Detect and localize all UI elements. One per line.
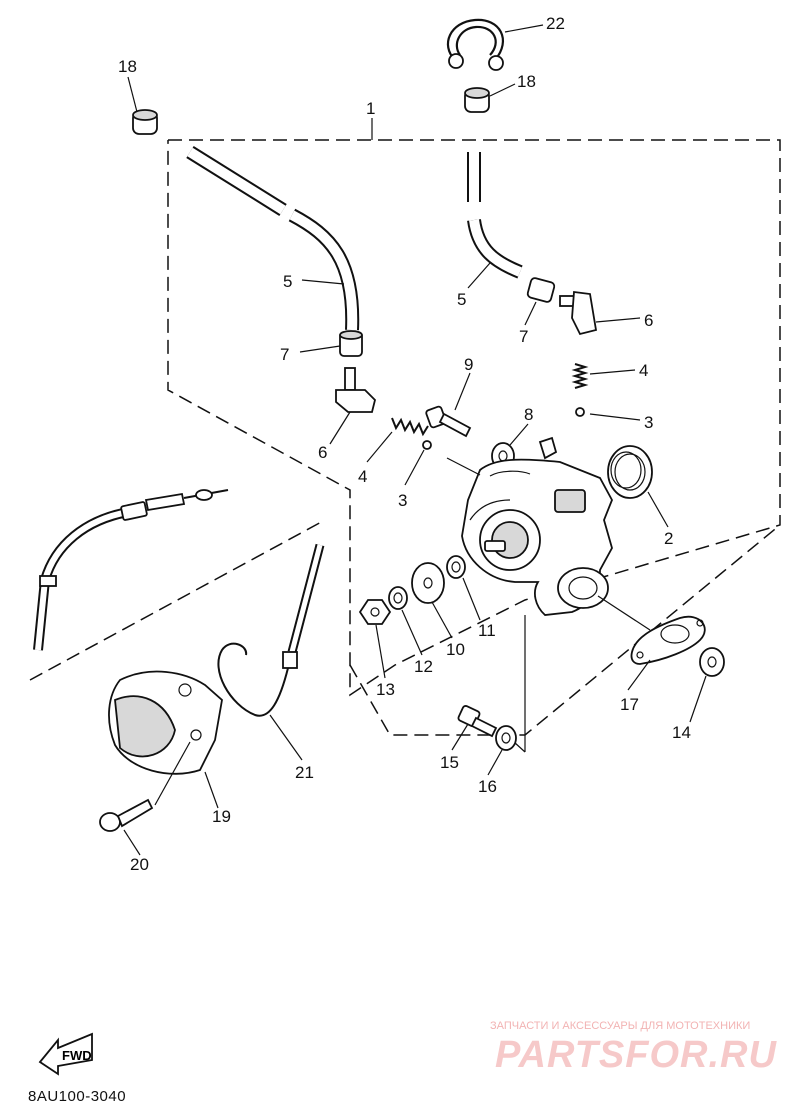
part-21-cable [217,543,325,717]
callout-12: 12 [414,657,433,676]
callout-15-leader [451,723,469,751]
part-11-washer [446,555,466,579]
part-6-elbow-left [335,367,376,413]
callout-9: 9 [464,355,473,374]
callout-20-leader [123,829,141,856]
callout-7-left-leader [299,345,341,353]
part-15-bolt [457,705,498,738]
part-17-gasket [597,595,706,665]
part-9-bolt [425,405,472,438]
callout-7-right-leader [524,301,537,326]
callout-4b: 4 [358,467,367,486]
oil-pump-body [446,436,613,753]
callout-19-leader [204,771,219,809]
callout-6-right-leader [595,317,641,323]
callout-4-right-leader [589,369,636,375]
callout-22-leader [504,24,544,33]
part-7-sleeve-left [339,330,363,357]
watermark-logo: PARTSFOR.RU [495,1034,777,1076]
callout-3-left-leader [404,449,425,486]
callout-7b: 7 [519,327,528,346]
callout-11: 11 [478,621,496,640]
callout-20: 20 [130,855,149,874]
part-13-nut [358,599,392,625]
callout-3b: 3 [398,491,407,510]
part-6-elbow-right [559,290,598,336]
fwd-label: FWD [62,1048,92,1063]
callout-6b: 6 [318,443,327,462]
part-20-screw [99,798,154,832]
callout-10: 10 [446,640,465,659]
callout-2-leader [647,491,669,528]
callout-18: 18 [118,57,137,76]
callout-13-leader [375,624,386,679]
callout-18b: 18 [517,72,536,91]
part-7-sleeve-right [526,277,556,303]
part-16-washer [495,725,517,751]
part-12-washer [388,586,408,610]
part-22-clip [446,18,505,71]
part-3-ball-right [575,407,585,417]
callout-9-leader [454,372,471,411]
callout-1: 1 [366,99,375,118]
drawing-code: 8AU100-3040 [28,1088,127,1105]
callout-6-left-leader [329,411,351,445]
watermark-tagline: ЗАПЧАСТИ И АКСЕССУАРЫ ДЛЯ МОТОТЕХНИКИ [490,1020,751,1032]
callout-14-leader [689,675,707,723]
oil-pump-cable [29,489,326,681]
callout-8-leader [509,423,529,446]
callout-5-left-leader [301,279,345,285]
callout-4: 4 [639,361,648,380]
callout-17-leader [627,659,651,691]
callout-3-right-leader [589,413,641,421]
part-5-hose-right [467,152,523,279]
callout-21-leader [269,714,303,761]
callout-2: 2 [664,529,673,548]
callout-14: 14 [672,723,691,742]
part-18-cap-right [464,87,490,113]
part-2-oil-seal [607,445,653,499]
fwd-arrow-icon: FWD [38,1032,93,1076]
part-10-disc [411,562,445,604]
part-5-hose-left [186,146,360,331]
callout-4-left-leader [366,431,393,463]
callout-5b: 5 [457,290,466,309]
callout-7: 7 [280,345,289,364]
callout-12-leader [401,609,423,656]
callout-6: 6 [644,311,653,330]
callout-5: 5 [283,272,292,291]
part-14-washer [699,647,725,677]
callout-19: 19 [212,807,231,826]
part-4-spring-left [391,417,429,437]
callout-18-right-leader [489,83,516,97]
callout-16-leader [487,749,503,776]
part-18-cap-left [132,109,158,135]
callout-8: 8 [524,405,533,424]
callout-18-left-leader [127,76,138,113]
part-3-ball-left [422,440,432,450]
callout-5-right-leader [467,262,491,289]
part-19-pump-cover [108,670,223,806]
callout-21: 21 [295,763,314,782]
callout-17: 17 [620,695,639,714]
callout-3: 3 [644,413,653,432]
callout-10-leader [431,601,453,639]
callout-15: 15 [440,753,459,772]
assembly-boundary [167,139,781,697]
callout-13: 13 [376,680,395,699]
part-4-spring-right [571,363,589,389]
callout-11-leader [462,577,481,621]
callout-22: 22 [546,14,565,33]
callout-16: 16 [478,777,497,796]
